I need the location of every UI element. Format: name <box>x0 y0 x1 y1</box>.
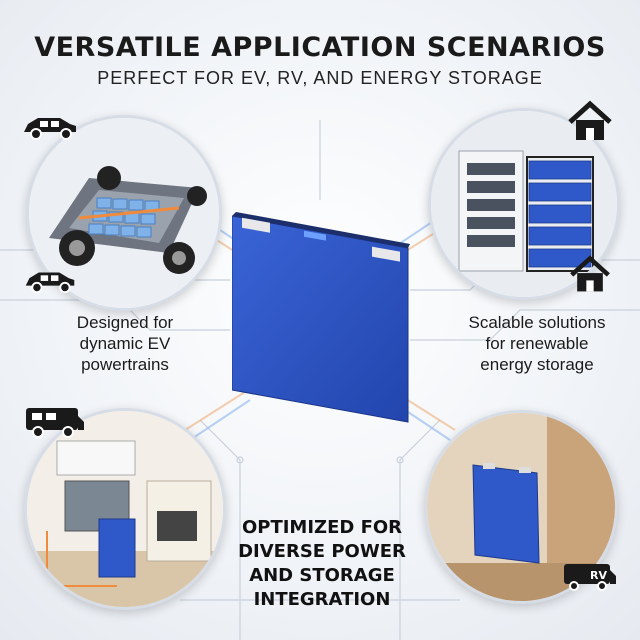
rv-battery-bubble <box>424 410 618 604</box>
ev-caption-line-3: powertrains <box>81 355 169 374</box>
house-icon <box>570 255 610 292</box>
rv-icon <box>564 564 616 591</box>
car-icon <box>25 272 75 294</box>
car-icon <box>24 118 76 140</box>
page-subtitle: PERFECT FOR EV, RV, AND ENERGY STORAGE <box>97 68 543 88</box>
storage-rack-illustration <box>431 111 617 297</box>
storage-caption: Scalable solutions for renewable energy … <box>440 312 634 375</box>
storage-caption-line-2: for renewable <box>485 334 589 353</box>
ev-scene-bubble <box>26 115 222 311</box>
center-caption-line-4: INTEGRATION <box>253 589 391 610</box>
page-title: VERSATILE APPLICATION SCENARIOS <box>34 32 606 63</box>
rv-interior-illustration <box>27 411 223 607</box>
rv-icon <box>26 408 84 438</box>
center-caption: OPTIMIZED FOR DIVERSE POWER AND STORAGE … <box>222 516 422 612</box>
ev-caption-line-1: Designed for <box>76 313 174 332</box>
center-caption-line-3: AND STORAGE <box>249 565 395 586</box>
battery-cell-image <box>232 212 410 423</box>
house-icon <box>568 100 612 140</box>
rv-interior-bubble <box>24 408 226 610</box>
storage-caption-line-3: energy storage <box>480 355 594 374</box>
center-caption-line-1: OPTIMIZED FOR <box>241 517 403 538</box>
storage-scene-bubble <box>428 108 620 300</box>
ev-caption: Designed for dynamic EV powertrains <box>40 312 210 375</box>
center-caption-line-2: DIVERSE POWER <box>238 541 406 562</box>
ev-caption-line-2: dynamic EV <box>79 334 171 353</box>
storage-caption-line-1: Scalable solutions <box>468 313 606 332</box>
rv-badge-label: RV <box>590 569 607 582</box>
